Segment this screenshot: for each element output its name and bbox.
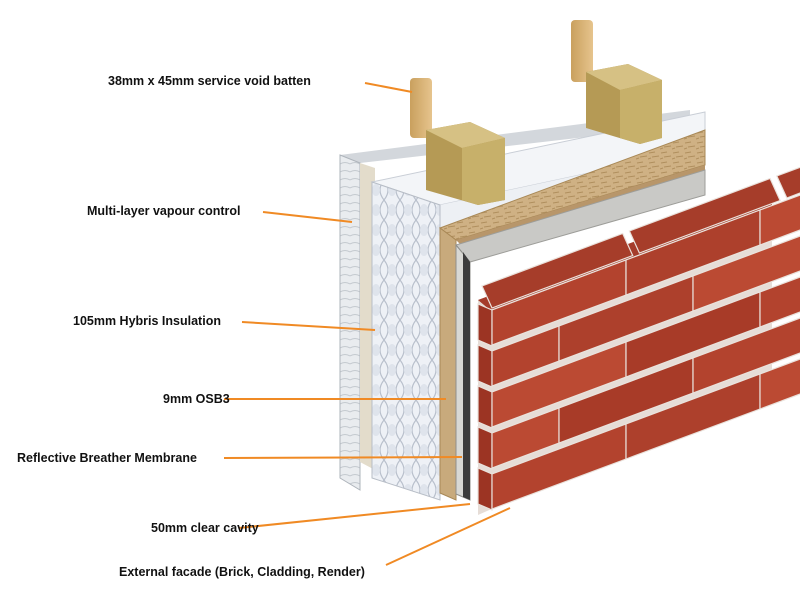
leader-insulation [241, 321, 376, 331]
leader-batten [364, 82, 413, 93]
label-facade: External facade (Brick, Cladding, Render… [119, 565, 365, 579]
label-membrane: Reflective Breather Membrane [17, 451, 197, 465]
brick-facade [477, 166, 800, 515]
brick [477, 467, 493, 511]
label-batten: 38mm x 45mm service void batten [108, 74, 311, 88]
leader-vapour [262, 211, 353, 223]
brick [481, 232, 634, 309]
label-insulation: 105mm Hybris Insulation [73, 314, 221, 328]
batten-left [410, 78, 505, 205]
brick [477, 426, 493, 470]
leader-membrane [223, 456, 463, 459]
brick [477, 303, 493, 347]
brick [775, 166, 800, 199]
batten-right [571, 20, 662, 144]
membrane-layer [455, 169, 706, 501]
brick [692, 235, 800, 312]
leader-cavity [238, 503, 471, 529]
brick [477, 385, 493, 429]
brick [477, 344, 493, 388]
label-cavity: 50mm clear cavity [151, 521, 259, 535]
brick [628, 177, 781, 254]
label-osb: 9mm OSB3 [163, 392, 230, 406]
brick [759, 194, 800, 246]
brick [692, 317, 800, 394]
leader-lines [223, 82, 511, 566]
label-vapour-control: Multi-layer vapour control [87, 204, 241, 218]
brick [759, 276, 800, 328]
leader-facade [385, 507, 511, 566]
brick [759, 358, 800, 410]
